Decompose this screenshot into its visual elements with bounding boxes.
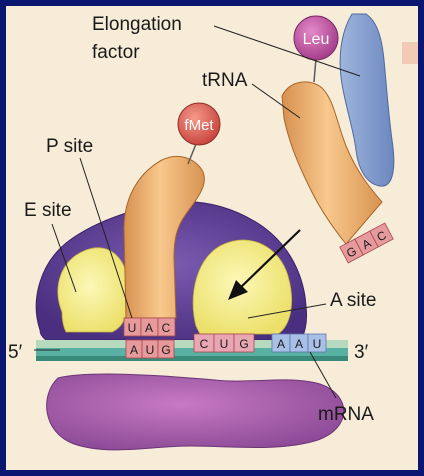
fmet-label: fMet — [184, 117, 214, 134]
e-site-label: E site — [24, 200, 72, 221]
a-site-label: A site — [330, 290, 376, 311]
corner-mark — [402, 42, 418, 64]
elongation-factor-label-line2: factor — [92, 42, 140, 63]
p-site-label: P site — [46, 136, 93, 157]
p-anticodon-2: A — [145, 321, 153, 335]
mrna-codon-9: U — [313, 337, 322, 351]
p-anticodon-1: U — [128, 321, 137, 335]
five-prime-label: 5′ — [8, 342, 23, 363]
small-ribosomal-subunit — [47, 374, 344, 450]
three-prime-label: 3′ — [354, 342, 369, 363]
mrna-codon-7: A — [277, 337, 285, 351]
mrna-codon-6: G — [239, 337, 248, 351]
mrna-label: mRNA — [318, 404, 374, 425]
leu-label: Leu — [303, 31, 330, 48]
mrna-codon-4: C — [200, 337, 209, 351]
p-site-anticodon: U A C — [124, 318, 175, 336]
elongation-factor-label-line1: Elongation — [92, 14, 182, 35]
mrna-codon-5: U — [220, 337, 229, 351]
mrna-codon-8: A — [295, 337, 303, 351]
mrna-codon-3: G — [161, 343, 170, 357]
mrna-codon-2: U — [146, 343, 155, 357]
mrna-codon-1: A — [130, 343, 138, 357]
p-anticodon-3: C — [162, 321, 171, 335]
mrna-strand-bottom — [36, 356, 348, 361]
trna-label: tRNA — [202, 70, 248, 91]
